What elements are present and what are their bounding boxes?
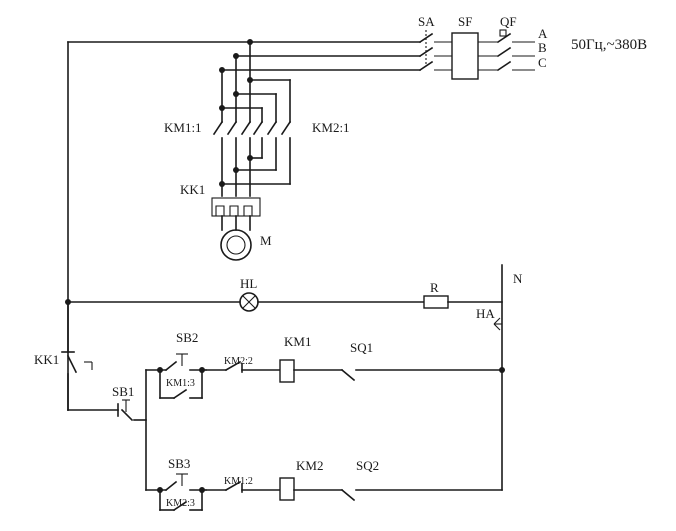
- sf-breaker-box: [451, 32, 479, 80]
- sb3-label: SB3: [168, 456, 190, 471]
- qf-label: QF: [500, 14, 517, 29]
- km1-2-label: KM1:2: [224, 476, 253, 487]
- sq2-label: SQ2: [356, 458, 379, 473]
- km2-3-label: KM2:3: [166, 498, 195, 509]
- qf-switch: [478, 29, 535, 72]
- supply-rating-label: 50Гц,~380В: [571, 37, 647, 53]
- kk1-control-label: KK1: [34, 352, 59, 367]
- horn-label: HA: [476, 306, 495, 321]
- motor-label: M: [260, 233, 272, 248]
- sb2-label: SB2: [176, 330, 198, 345]
- neutral-label: N: [513, 271, 523, 286]
- power-junction-dots: [219, 39, 253, 187]
- phase-c-label: C: [538, 55, 547, 70]
- km2-1-label: KM2:1: [312, 120, 350, 135]
- resistor-label: R: [430, 280, 439, 295]
- signal-circuit: [67, 264, 503, 491]
- sb1-label: SB1: [112, 384, 134, 399]
- coil-km1-label: KM1: [284, 334, 311, 349]
- phase-b-label: B: [538, 40, 547, 55]
- control-junction-dots: [157, 367, 505, 493]
- km1-1-label: KM1:1: [164, 120, 202, 135]
- coil-km2-label: KM2: [296, 458, 323, 473]
- km2-2-label: KM2:2: [224, 356, 253, 367]
- control-circuit: [61, 301, 503, 512]
- kk1-main-label: KK1: [180, 182, 205, 197]
- sq1-label: SQ1: [350, 340, 373, 355]
- lamp-label: HL: [240, 276, 257, 291]
- km1-3-label: KM1:3: [166, 378, 195, 389]
- sa-switch: [418, 30, 452, 72]
- sf-label: SF: [458, 14, 472, 29]
- phase-a-label: A: [538, 26, 548, 41]
- sa-label: SA: [418, 14, 435, 29]
- motor-power-circuit: [211, 41, 292, 261]
